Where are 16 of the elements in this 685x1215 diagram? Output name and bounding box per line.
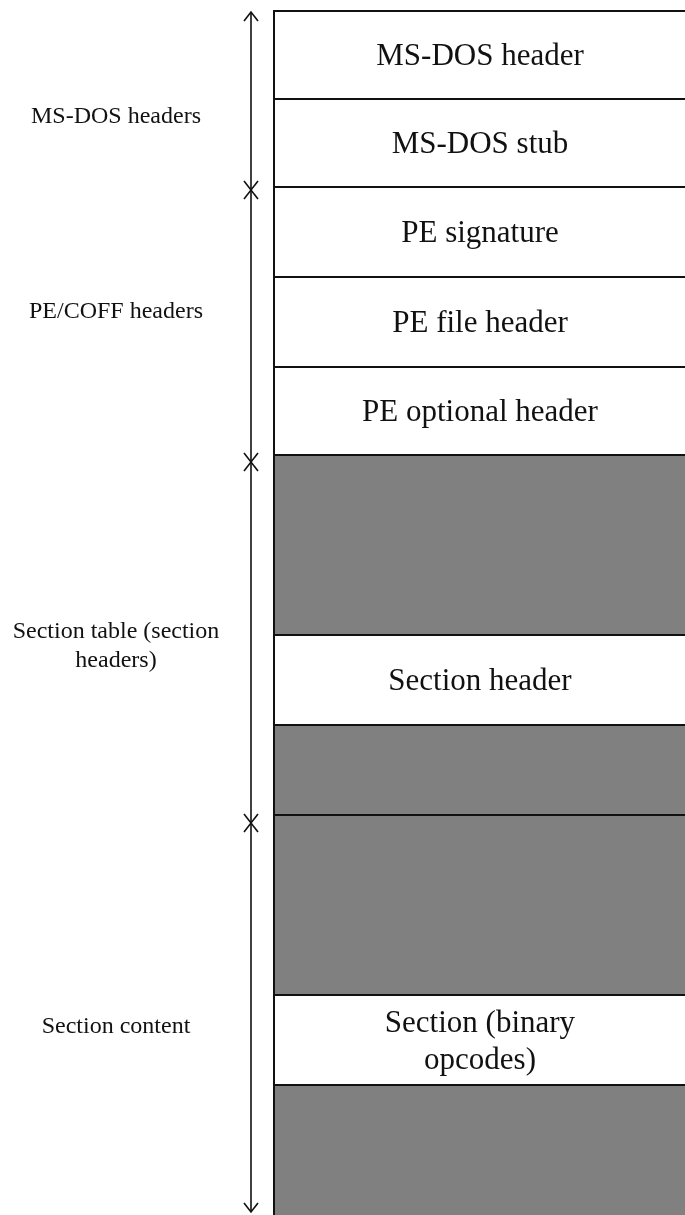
section-label: Section content (40, 1010, 192, 1040)
block-title: PE file header (392, 303, 568, 341)
block-title: MS-DOS header (376, 36, 584, 74)
section-label: PE/COFF headers (28, 295, 204, 325)
filled-block (273, 1084, 685, 1215)
filled-block (273, 724, 685, 816)
block-title: PE signature (401, 213, 559, 251)
filled-block (273, 814, 685, 996)
section-label: Section table (section headers) (11, 616, 221, 674)
block-title: Section (binary opcodes) (383, 1002, 577, 1078)
block-title: Section header (388, 661, 572, 699)
structure-box (273, 10, 685, 100)
section-label: MS-DOS headers (30, 100, 202, 130)
block-title: PE optional header (362, 392, 598, 430)
filled-block (273, 454, 685, 636)
block-title: MS-DOS stub (391, 124, 569, 162)
